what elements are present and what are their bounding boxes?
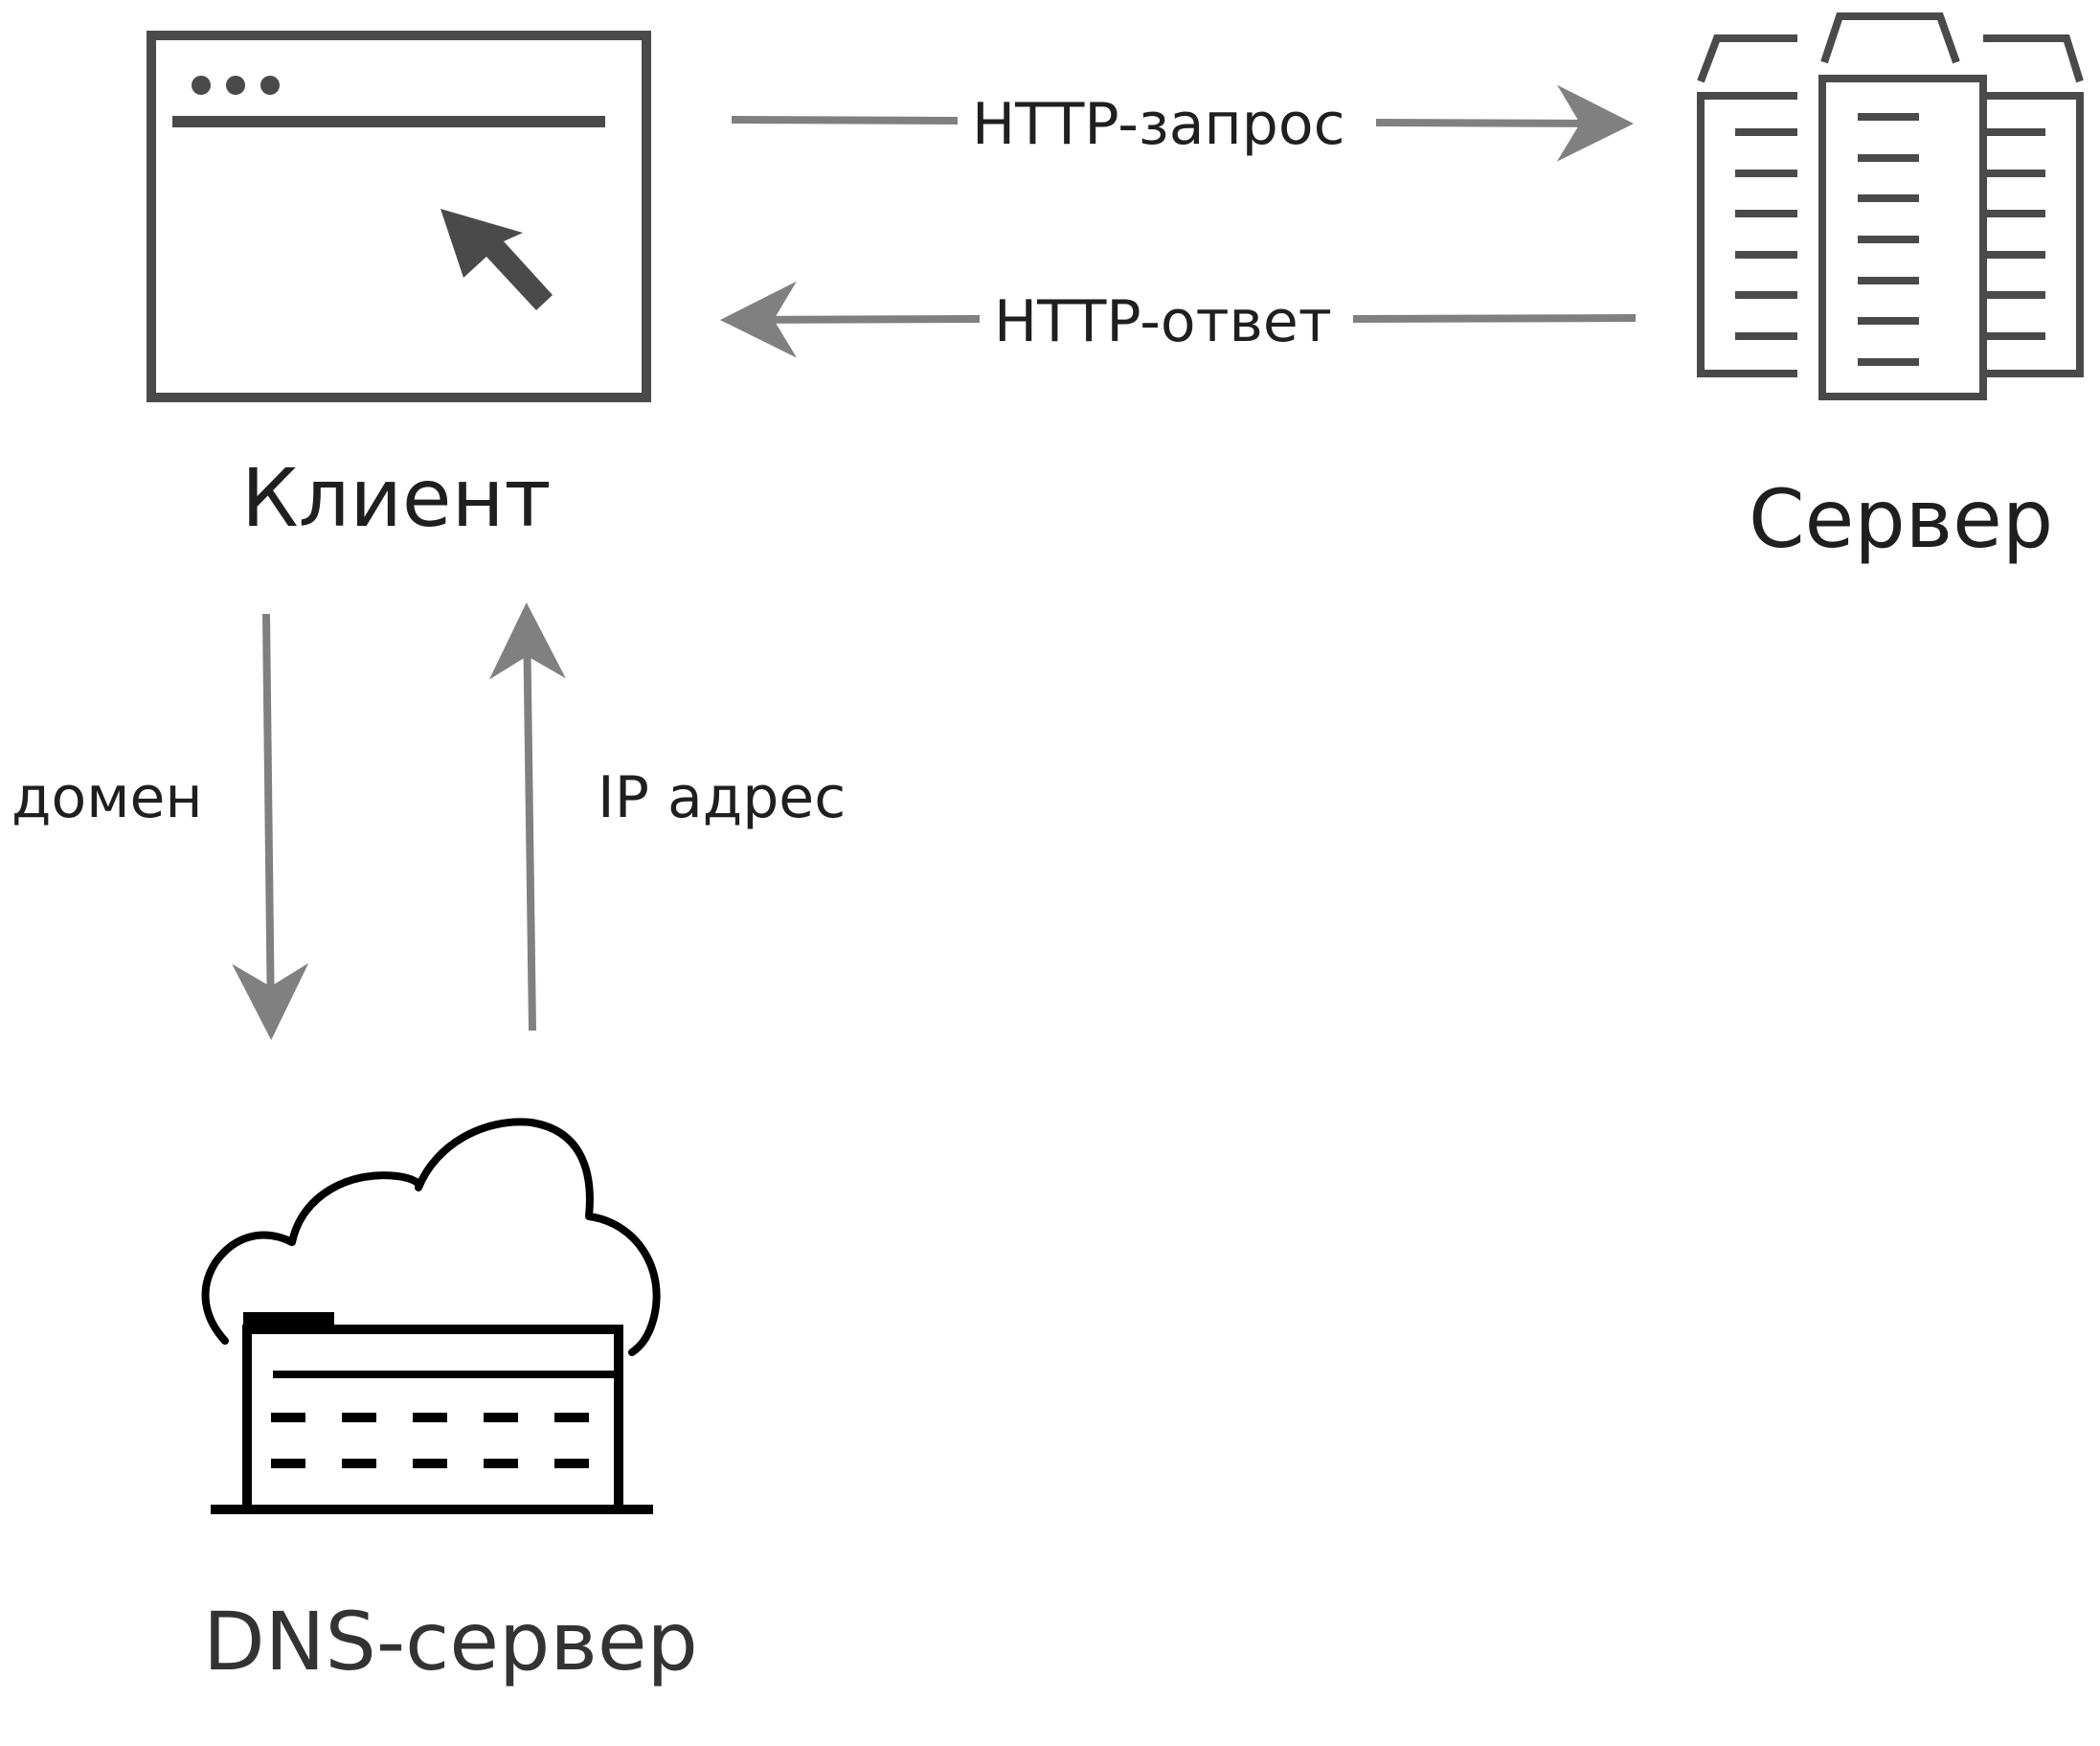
dns-cloud-icon [201,1118,661,1356]
domain-arrow [232,613,309,1040]
cursor-arrow-icon [440,209,553,310]
domain-label: домен [11,764,203,831]
http-request-arrow [731,84,1634,162]
http-request-label: HTTP-запрос [972,91,1345,158]
http-response-label: HTTP-ответ [994,288,1332,355]
ip-address-label: IP адрес [598,764,847,831]
client-label: Клиент [241,451,552,545]
server-buildings-icon [1697,12,2084,400]
dns-server-label: DNS-сервер [203,1595,698,1689]
browser-window-icon [147,31,651,402]
dns-building-icon [211,1312,653,1514]
ip-address-arrow [488,602,566,1032]
http-response-arrow [720,281,1637,358]
server-label: Сервер [1749,472,2054,566]
